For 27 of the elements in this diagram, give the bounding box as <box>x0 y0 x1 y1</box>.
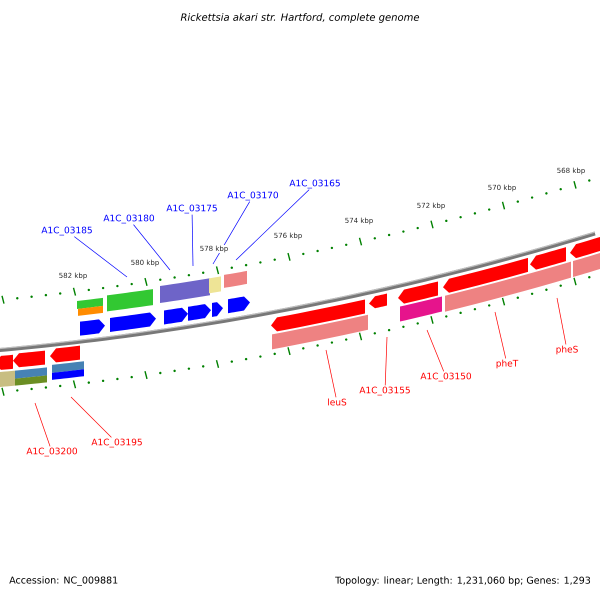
leader-line <box>494 312 506 359</box>
leader-line <box>326 350 336 398</box>
leader-line <box>212 201 250 264</box>
gene-label: pheS <box>556 346 578 354</box>
gene-label: leuS <box>328 398 346 406</box>
leader-line <box>192 214 194 266</box>
gene-label: A1C_03155 <box>359 386 410 396</box>
gene-label: A1C_03150 <box>420 372 472 382</box>
leader-line <box>384 336 388 386</box>
gene-label: A1C_03195 <box>91 438 142 448</box>
gene-label: A1C_03165 <box>289 180 340 188</box>
accession-text: Accession: NC_009881 <box>9 576 118 586</box>
leader-line <box>70 396 112 438</box>
leader-line <box>236 189 310 260</box>
leader-line <box>556 298 566 345</box>
gene-label: A1C_03200 <box>26 448 78 456</box>
leader-line <box>34 402 50 447</box>
gene-label: A1C_03185 <box>41 226 92 236</box>
leader-line <box>133 224 170 270</box>
gene-label: A1C_03175 <box>166 204 217 214</box>
title: Rickettsia akari str. Hartford, complete genome <box>180 13 420 23</box>
leader-line <box>426 330 444 372</box>
gene-label: pheT <box>496 360 518 368</box>
gene-label: A1C_03170 <box>227 192 278 200</box>
genome-info-text: Topology: linear; Length: 1,231,060 bp; Genes: 1,293 <box>335 576 590 586</box>
gene-label: A1C_03180 <box>103 214 154 224</box>
leader-line <box>74 236 128 278</box>
